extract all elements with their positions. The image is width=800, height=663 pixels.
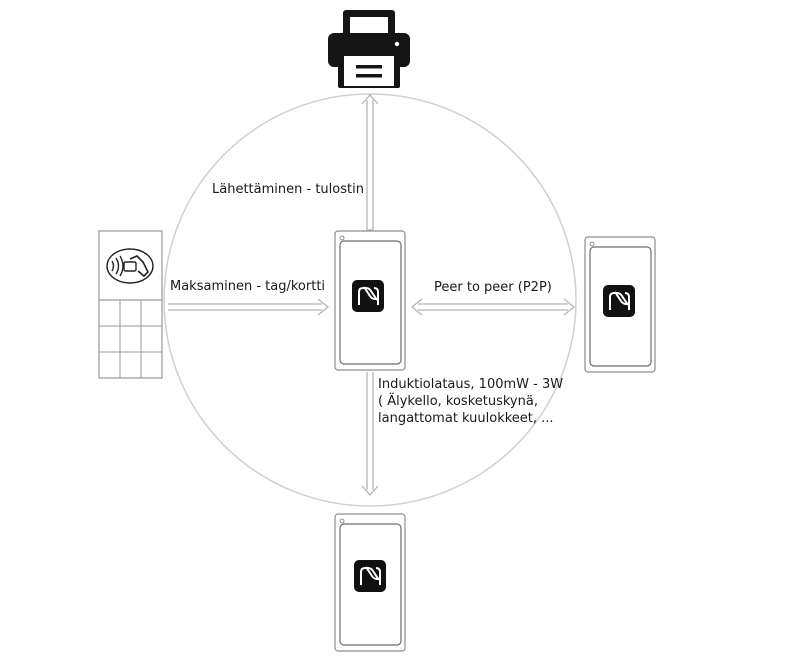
- nfc-icon: [352, 280, 384, 312]
- arrow-up-to-printer: [361, 94, 379, 231]
- p2p-label: Peer to peer (P2P): [434, 280, 552, 295]
- arrow-from-payment: [168, 298, 330, 316]
- arrow-p2p: [410, 298, 576, 316]
- phone-bottom: [334, 513, 406, 652]
- induction-label: Induktiolataus, 100mW - 3W ( Älykello, k…: [378, 376, 563, 427]
- printing-label: Lähettäminen - tulostin: [212, 182, 364, 197]
- nfc-icon: [603, 285, 635, 317]
- contactless-payment-icon: [106, 248, 154, 284]
- induction-label-line: ( Älykello, kosketuskynä,: [378, 394, 538, 409]
- range-circle: [163, 93, 577, 507]
- phone-right: [584, 236, 656, 373]
- arrow-down-induction: [361, 372, 379, 496]
- payment-label: Maksaminen - tag/kortti: [170, 279, 326, 294]
- induction-label-line: langattomat kuulokkeet, ...: [378, 411, 554, 426]
- induction-label-line: Induktiolataus, 100mW - 3W: [378, 377, 564, 392]
- printer-icon: [328, 10, 410, 88]
- nfc-icon: [354, 560, 386, 592]
- phone-center: [334, 230, 406, 371]
- payment-terminal-icon: [98, 230, 163, 379]
- keypad-grid: [99, 300, 162, 378]
